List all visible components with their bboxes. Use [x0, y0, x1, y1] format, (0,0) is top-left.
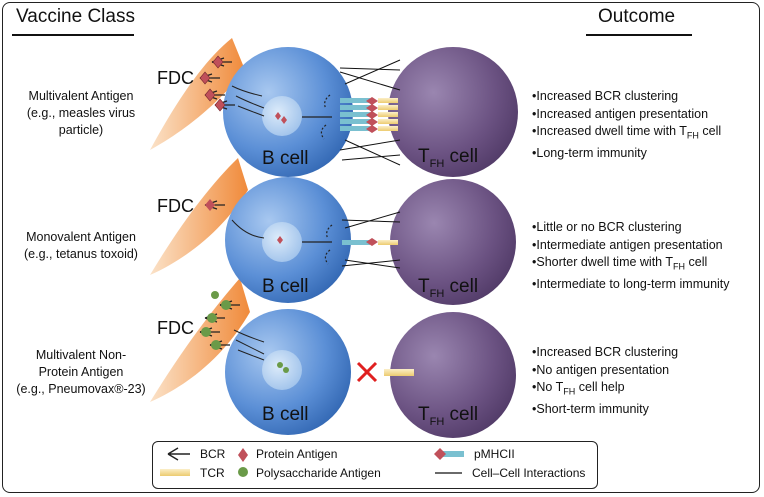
- vaccine-class-row1: Multivalent Antigen (e.g., measles virus…: [6, 88, 156, 139]
- outcome-item: Increased antigen presentation: [532, 106, 721, 124]
- b-cell-nucleus: [262, 222, 302, 262]
- class-line: Multivalent Antigen: [28, 89, 134, 103]
- blocked-x-icon: [356, 361, 378, 383]
- internalized-polysaccharide-row3: [277, 362, 289, 373]
- vaccine-class-row2: Monovalent Antigen (e.g., tetanus toxoid…: [6, 229, 156, 263]
- legend-tcr-label: TCR: [200, 466, 225, 480]
- class-line: (e.g., tetanus toxoid): [24, 247, 138, 261]
- polysaccharide-antigen-cluster-row3: [201, 291, 231, 350]
- vaccine-class-header: Vaccine Class: [16, 6, 135, 27]
- tfh-sub: FH: [429, 157, 445, 170]
- outcome-item: Short-term immunity: [532, 401, 678, 419]
- legend-cell-cell-label: Cell–Cell Interactions: [472, 466, 586, 480]
- tcr-row3: [384, 369, 414, 376]
- class-line: Multivalent Non-: [35, 348, 127, 362]
- tfh-rest: cell: [444, 404, 479, 425]
- tfh-label-row1: TFH cell: [418, 146, 478, 170]
- vaccine-class-row3: Multivalent Non- Protein Antigen (e.g., …: [6, 347, 156, 398]
- outcome-list-row3: Increased BCR clustering No antigen pres…: [532, 344, 678, 419]
- legend-protein-antigen-label: Protein Antigen: [256, 447, 338, 461]
- outcome-item: No antigen presentation: [532, 362, 678, 380]
- tfh-label-row3: TFH cell: [418, 404, 478, 428]
- legend-tcr-icon: [160, 469, 190, 476]
- outcome-item: Increased BCR clustering: [532, 88, 721, 106]
- outcome-item: Increased dwell time with TFH cell: [532, 123, 721, 145]
- b-cell-label-row3: B cell: [262, 404, 309, 425]
- outcome-item: Long-term immunity: [532, 145, 721, 163]
- tfh-rest: cell: [444, 276, 479, 297]
- legend-bcr-label: BCR: [200, 447, 226, 461]
- tfh-cell-row3: [390, 312, 516, 438]
- legend-protein-antigen-icon: [238, 448, 248, 462]
- internalization-arrow-row2: [231, 219, 265, 239]
- fdc-cell-row1: [150, 38, 245, 150]
- legend-pmhcii-label: pMHCII: [474, 447, 515, 461]
- legend-polysaccharide-label: Polysaccharide Antigen: [256, 466, 381, 480]
- tfh-rest: cell: [444, 146, 479, 167]
- fdc-label-row2: FDC: [157, 196, 194, 216]
- outcome-item: Shorter dwell time with TFH cell: [532, 254, 730, 276]
- class-line: Monovalent Antigen: [26, 230, 136, 244]
- legend-polysaccharide-icon: [238, 467, 248, 477]
- outcome-item: No TFH cell help: [532, 379, 678, 401]
- class-line: particle): [58, 123, 104, 137]
- b-cell-label-row2: B cell: [262, 276, 309, 297]
- fdc-label-row3: FDC: [157, 318, 194, 338]
- internalized-antigen-row1: [275, 112, 287, 124]
- outcome-header: Outcome: [598, 6, 676, 27]
- tfh-cell-row1: [388, 47, 518, 177]
- outcome-item: Intermediate antigen presentation: [532, 237, 730, 255]
- outcome-list-row1: Increased BCR clustering Increased antig…: [532, 88, 721, 163]
- tfh-main: T: [418, 404, 430, 425]
- b-cell-nucleus: [262, 350, 302, 390]
- outcome-underline: [586, 34, 692, 36]
- tfh-cell-row2: [390, 179, 516, 305]
- b-cell-nucleus: [262, 96, 302, 136]
- curved-arrows-row1: [320, 94, 331, 140]
- tfh-main: T: [418, 276, 430, 297]
- legend-bcr-icon: [167, 447, 190, 461]
- protein-antigen-row2: [205, 199, 215, 211]
- tfh-sub: FH: [429, 415, 445, 428]
- outcome-item: Intermediate to long-term immunity: [532, 276, 729, 294]
- tfh-main: T: [418, 146, 430, 167]
- curved-arrows-row2: [324, 224, 333, 265]
- b-cell-label-row1: B cell: [262, 148, 309, 169]
- class-line: (e.g., Pneumovax®-23): [16, 382, 146, 396]
- vaccine-class-underline: [12, 34, 134, 36]
- pmhcii-stack-row1: [340, 97, 398, 133]
- internalization-arrows-row1: [231, 85, 265, 117]
- outcome-list-row2: Little or no BCR clustering Intermediate…: [532, 219, 730, 294]
- class-line: (e.g., measles virus: [26, 106, 136, 120]
- tfh-sub: FH: [429, 287, 445, 300]
- legend-box: [152, 441, 598, 489]
- fdc-cell-row2: [150, 158, 248, 275]
- fdc-label-row1: FDC: [157, 68, 194, 88]
- outcome-item: Little or no BCR clustering: [532, 219, 730, 237]
- internalization-arrows-row3: [233, 329, 265, 361]
- cell-cell-lines-row2: [341, 211, 401, 269]
- tfh-label-row2: TFH cell: [418, 276, 478, 300]
- pmhcii-row2: [342, 238, 398, 246]
- cell-cell-lines-row1: [339, 59, 401, 166]
- class-line: Protein Antigen: [38, 365, 124, 379]
- legend-pmhcii-icon: [434, 448, 464, 460]
- internalized-antigen-row2: [277, 236, 283, 244]
- protein-antigen-cluster-row1: [199, 55, 226, 112]
- outcome-item: Increased BCR clustering: [532, 344, 678, 362]
